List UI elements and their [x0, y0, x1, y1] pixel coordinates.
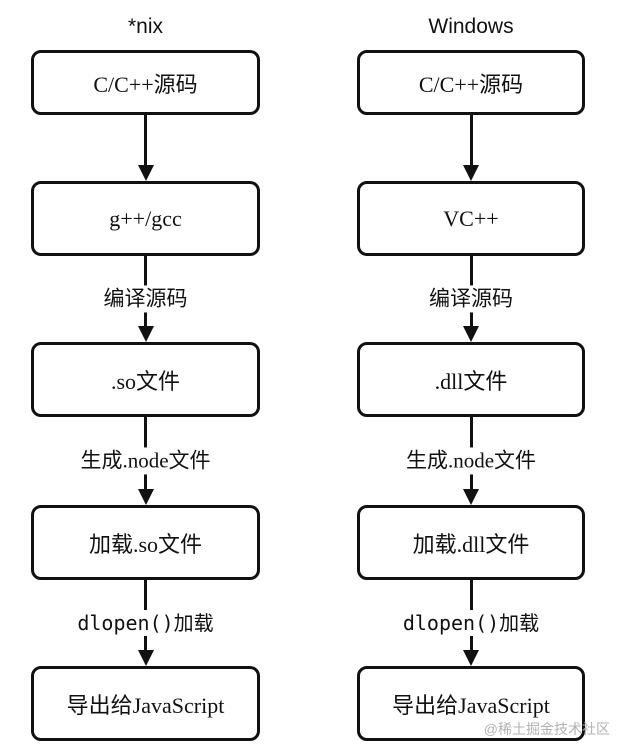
win-arrow-3-label: 生成.node文件	[400, 447, 542, 475]
arrow-head-icon	[463, 650, 479, 666]
nix-arrow-2-label: 编译源码	[98, 285, 193, 313]
column-nix-title: *nix	[127, 15, 164, 38]
win-box-dll-file-label: .dll文件	[434, 368, 508, 394]
nix-box-load-so: 加载.so文件	[31, 505, 260, 580]
nix-arrow-4: dlopen()加载	[31, 580, 260, 666]
win-arrow-2: 编译源码	[357, 256, 585, 342]
arrow-head-icon	[463, 326, 479, 342]
win-box-export-js: 导出给JavaScript	[357, 666, 585, 741]
win-box-load-dll-label: 加载.dll文件	[412, 531, 530, 557]
win-arrow-4: dlopen()加载	[357, 580, 585, 666]
nix-box-source: C/C++源码	[31, 50, 260, 115]
win-box-source: C/C++源码	[357, 50, 585, 115]
column-nix: *nix C/C++源码 g++/gcc 编译源码 .so文件 生成.node文…	[31, 0, 260, 741]
nix-box-source-label: C/C++源码	[93, 71, 198, 97]
win-box-source-label: C/C++源码	[418, 71, 524, 97]
arrow-head-icon	[463, 489, 479, 505]
arrow-head-icon	[137, 650, 154, 666]
column-windows: Windows C/C++源码 VC++ 编译源码 .dll文件 生成.node…	[357, 0, 585, 741]
nix-arrow-2: 编译源码	[31, 256, 260, 342]
column-windows-title: Windows	[428, 15, 514, 38]
win-arrow-1	[357, 115, 585, 181]
arrow-head-icon	[463, 165, 479, 181]
win-box-dll-file: .dll文件	[357, 342, 585, 417]
nix-arrow-1	[31, 115, 260, 181]
nix-box-compiler: g++/gcc	[31, 181, 260, 256]
nix-box-so-file: .so文件	[31, 342, 260, 417]
arrow-head-icon	[137, 326, 154, 342]
win-arrow-3: 生成.node文件	[357, 417, 585, 505]
nix-box-load-so-label: 加载.so文件	[88, 531, 203, 557]
arrow-head-icon	[137, 165, 154, 181]
win-box-compiler: VC++	[357, 181, 585, 256]
arrow-head-icon	[137, 489, 154, 505]
nix-box-so-file-label: .so文件	[110, 368, 181, 394]
nix-box-compiler-label: g++/gcc	[109, 205, 182, 231]
watermark: @稀土掘金技术社区	[483, 721, 610, 737]
nix-arrow-3: 生成.node文件	[31, 417, 260, 505]
nix-arrow-4-label: dlopen()加载	[72, 610, 219, 636]
arrow-line	[144, 115, 147, 168]
arrow-line	[469, 115, 473, 168]
win-box-compiler-label: VC++	[443, 205, 499, 231]
win-box-export-js-label: 导出给JavaScript	[392, 692, 550, 718]
nix-box-export-js-label: 导出给JavaScript	[66, 692, 225, 718]
nix-arrow-3-label: 生成.node文件	[75, 447, 216, 475]
win-box-load-dll: 加载.dll文件	[357, 505, 585, 580]
win-arrow-4-label: dlopen()加载	[397, 610, 545, 636]
nix-box-export-js: 导出给JavaScript	[31, 666, 260, 741]
win-arrow-2-label: 编译源码	[424, 285, 518, 313]
